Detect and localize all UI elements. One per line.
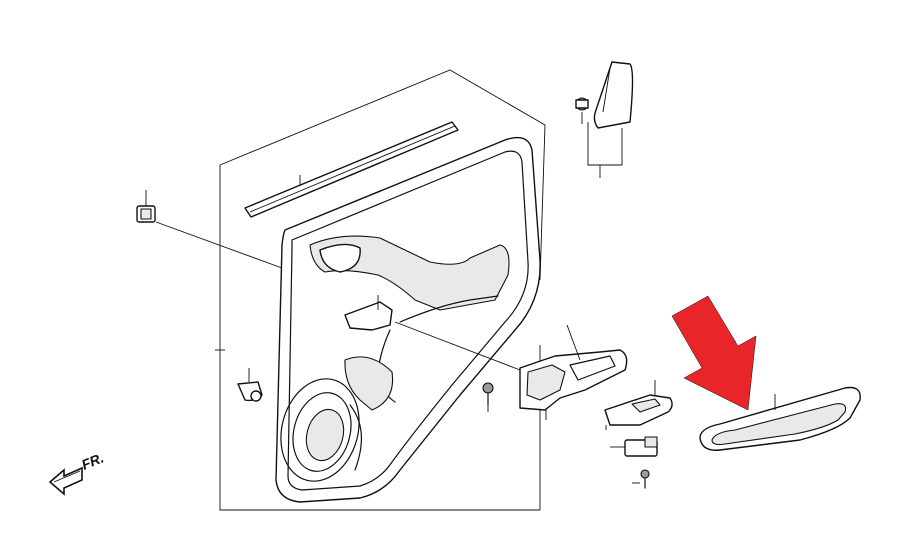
front-arrow-icon (48, 466, 83, 496)
handle-bezel-cover[interactable] (604, 380, 673, 430)
clip[interactable] (575, 97, 589, 124)
front-direction-marker: FR. (48, 449, 106, 496)
screw[interactable] (482, 382, 494, 412)
door-lining-panel[interactable] (270, 136, 541, 503)
armrest-garnish[interactable] (699, 386, 861, 451)
handle-mount-bracket (344, 295, 521, 371)
highlight-arrow-icon (671, 295, 757, 411)
beltline-weatherstrip[interactable] (244, 121, 459, 218)
inner-handle-assembly[interactable] (519, 324, 628, 420)
corner-garnish[interactable] (587, 61, 634, 178)
trim-fastener[interactable] (237, 368, 263, 402)
square-clip[interactable] (136, 190, 283, 269)
front-label: FR. (79, 449, 106, 472)
switch-panel[interactable] (610, 436, 658, 457)
switch-screw[interactable] (632, 469, 650, 489)
